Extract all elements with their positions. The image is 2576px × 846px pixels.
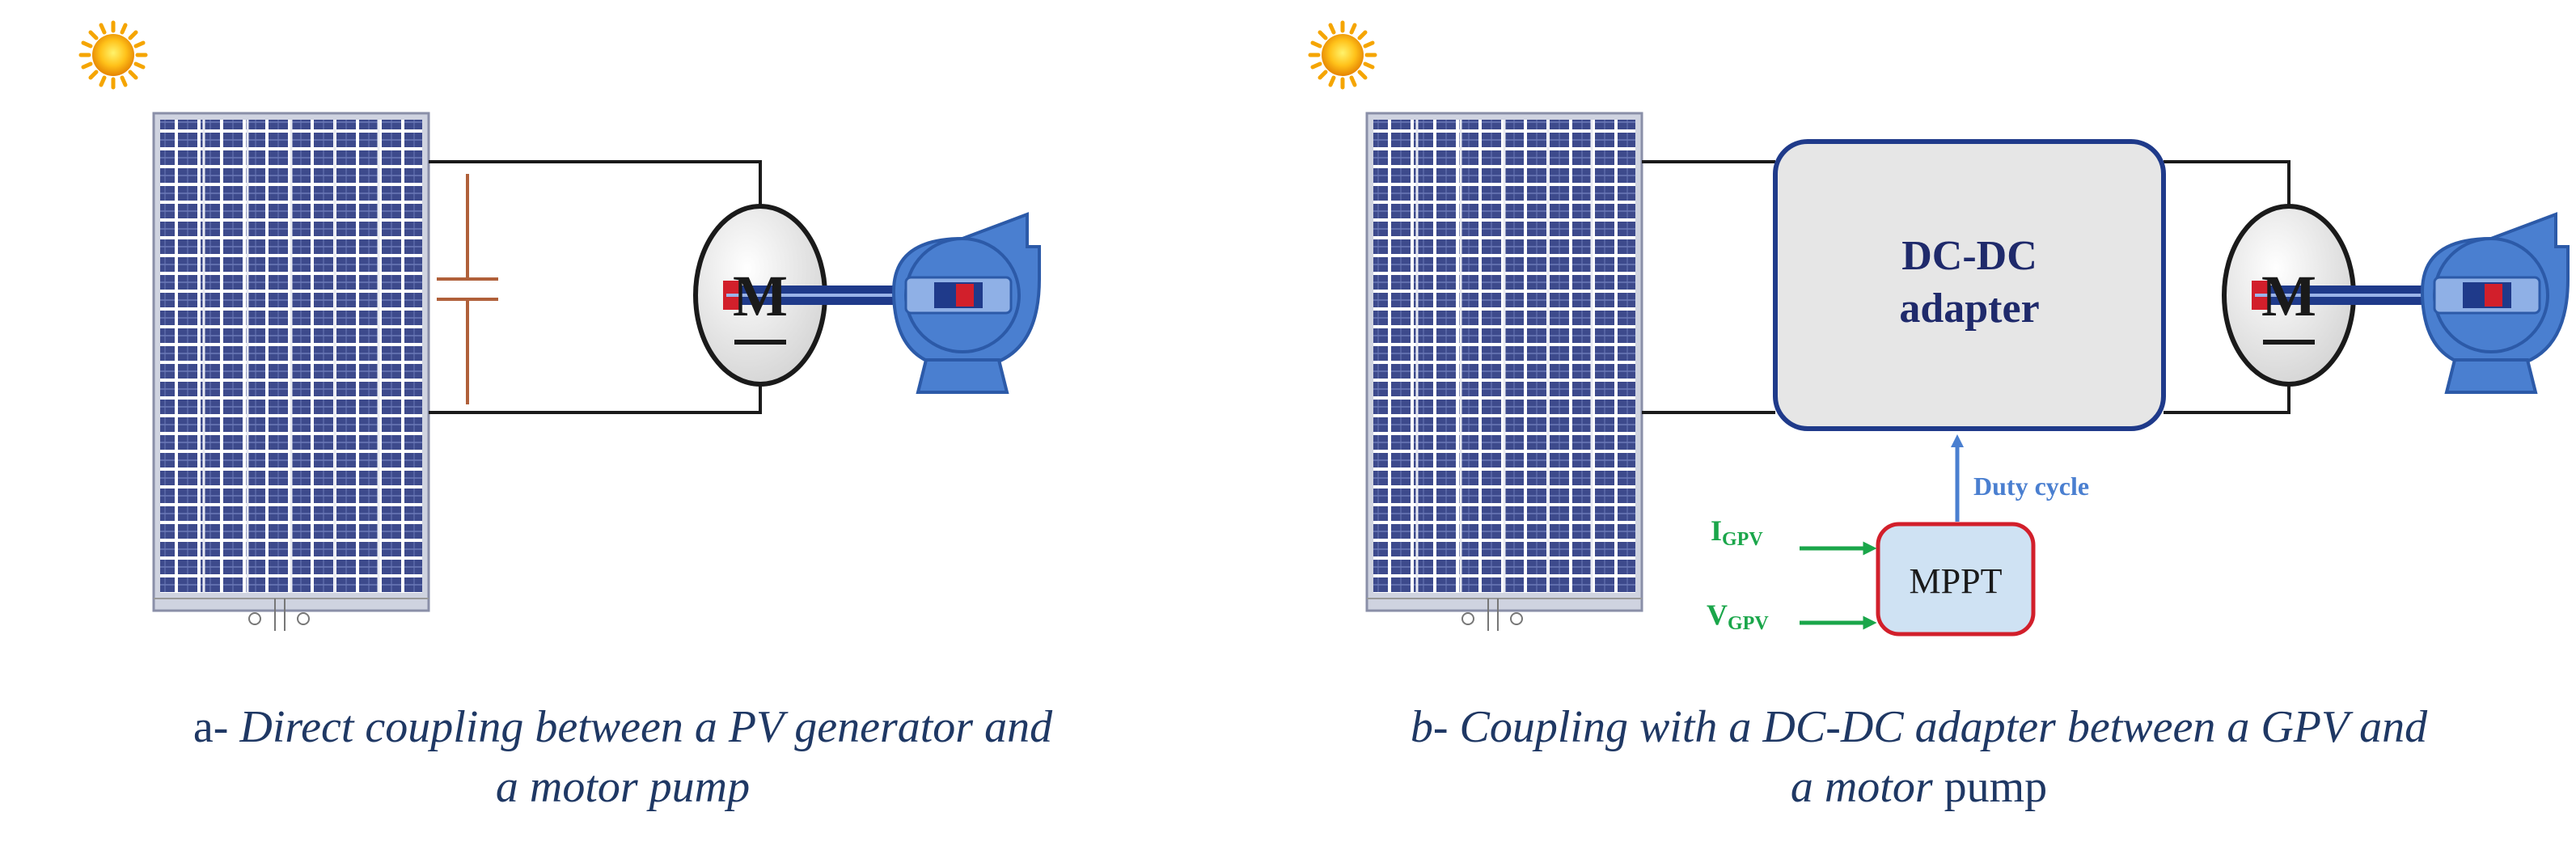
capacitor-icon: [437, 174, 498, 404]
solar-panel-icon: [152, 112, 430, 632]
caption-b-line2: a motor pump: [1790, 762, 2048, 812]
motor-label: M: [2261, 264, 2316, 328]
caption-a: a- Direct coupling between a PV generato…: [0, 697, 1246, 817]
current-input-label: IGPV: [1711, 514, 1763, 550]
panel-a: M: [81, 23, 1039, 632]
caption-a-line1: a- Direct coupling between a PV generato…: [192, 702, 1053, 752]
caption-a-line2: a motor pump: [495, 762, 751, 812]
sun-icon: [81, 23, 146, 87]
adapter-label-line1: DC-DC: [1901, 233, 2037, 279]
adapter-label-line2: adapter: [1899, 286, 2039, 332]
mppt-label: MPPT: [1910, 561, 2003, 601]
sun-icon: [1310, 23, 1375, 87]
dc-dc-adapter-box: [1773, 139, 2166, 431]
mppt-box: [1876, 522, 2036, 637]
caption-b: b- Coupling with a DC-DC adapter between…: [1262, 697, 2576, 817]
duty-cycle-label: Duty cycle: [1973, 472, 2089, 501]
motor-label: M: [733, 264, 788, 328]
solar-panel-icon: [1365, 112, 1643, 632]
voltage-input-label: VGPV: [1707, 599, 1769, 634]
circuit-wires-input: [1642, 160, 1775, 414]
caption-b-line1: b- Coupling with a DC-DC adapter between…: [1410, 702, 2428, 752]
panel-b: DC-DC adapter M Duty cycle MPPT IGPV VGP…: [1310, 23, 2568, 637]
